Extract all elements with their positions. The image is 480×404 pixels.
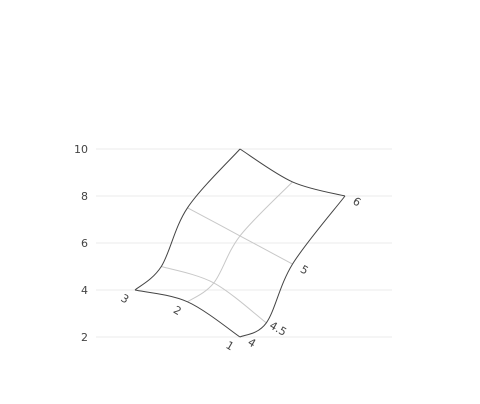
carpet-a-gridline: [161, 266, 267, 324]
b-axis-label: 2: [171, 303, 184, 318]
y-tick-label: 8: [81, 190, 88, 203]
y-axis-ticks: 2 4 6 8 10: [74, 143, 88, 344]
carpet-grid-lines: [161, 181, 293, 324]
y-tick-label: 2: [81, 331, 88, 344]
b-axis-label: 1: [223, 339, 236, 354]
y-tick-label: 6: [81, 237, 88, 250]
carpet-boundary: [134, 148, 346, 338]
carpet-b-gridline: [187, 181, 293, 303]
carpet-boundary-a-line: [239, 148, 346, 197]
b-axis-label: 3: [118, 292, 131, 307]
a-axis-label: 4: [245, 336, 258, 351]
carpet-boundary-a-line: [134, 289, 241, 338]
carpet-boundary-b-line: [239, 195, 346, 338]
y-tick-label: 4: [81, 284, 88, 297]
y-tick-label: 10: [74, 143, 88, 156]
a-axis-label: 5: [298, 263, 311, 278]
y-gridlines: [96, 148, 392, 338]
carpet-a-gridline: [187, 207, 293, 265]
carpet-boundary-b-line: [134, 148, 241, 291]
a-axis-label: 4.5: [267, 319, 289, 339]
a-axis-label: 6: [350, 195, 363, 210]
